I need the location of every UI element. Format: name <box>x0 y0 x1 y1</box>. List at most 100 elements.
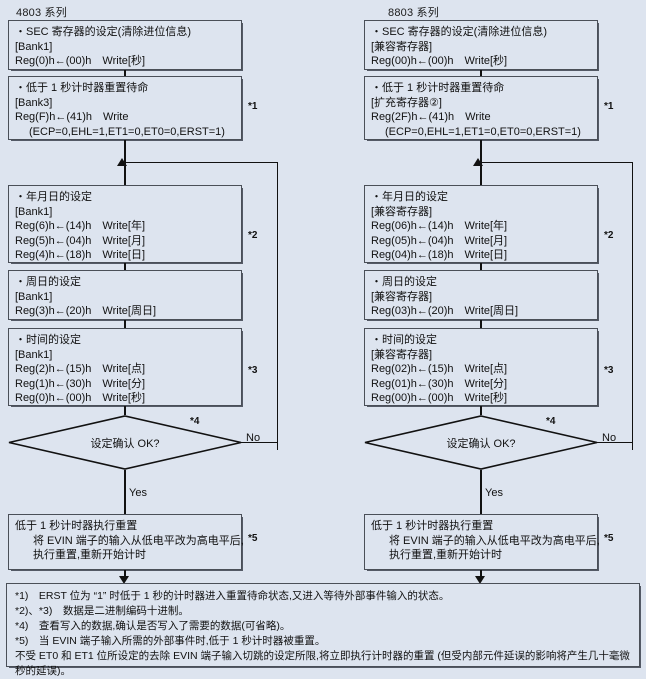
left-decision-label: 设定确认 OK? <box>90 438 160 450</box>
right-box-sub-second-reset-standby[interactable]: ・低于 1 秒计时器重置待命 [扩充寄存器②] Reg(2F)h←(41)h W… <box>364 76 598 140</box>
right-box5-line1: ・时间的设定 <box>371 334 437 346</box>
left-box2-line3: Reg(F)h←(41)h Write <box>15 111 129 123</box>
left-footnote-mark-3: *3 <box>248 365 258 376</box>
right-box-sec-register[interactable]: ・SEC 寄存器的设定(清除进位信息) [兼容寄存器] Reg(00)h←(00… <box>364 20 598 70</box>
left-box2-line4: (ECP=0,EHL=1,ET1=0,ET0=0,ERST=1) <box>29 125 225 138</box>
right-box1-line2: [兼容寄存器] <box>371 40 433 53</box>
right-box6-line1: 低于 1 秒计时器执行重置 <box>371 520 494 532</box>
right-connector-3 <box>480 162 482 185</box>
right-box6-line3: 执行重置,重新开始计时 <box>389 549 503 561</box>
footnotes-panel: *1) ERST 位为 “1” 时低于 1 秒的计时器进入重置待命状态,又进入等… <box>6 583 640 677</box>
right-box5-line4: Reg(01)h←(30)h Write[分] <box>371 377 508 390</box>
left-box6-line3: 执行重置,重新开始计时 <box>33 549 147 561</box>
left-connector-4 <box>124 263 126 270</box>
right-decision-no-label: No <box>602 432 617 444</box>
right-no-branch-line <box>597 442 633 443</box>
right-loopback-top <box>480 162 633 163</box>
right-box5-line5: Reg(00)h←(00)h Write[秒] <box>371 392 508 404</box>
left-box3-line2: [Bank1] <box>15 205 53 218</box>
footnote-2: *2)、*3) 数据是二进制编码十进制。 <box>15 605 189 617</box>
left-box5-line5: Reg(0)h←(00)h Write[秒] <box>15 392 145 404</box>
left-box5-line3: Reg(2)h←(15)h Write[点] <box>15 363 145 375</box>
right-box6-line2: 将 EVIN 端子的输入从低电平改为高电平后, <box>389 534 600 547</box>
left-footnote-mark-2: *2 <box>248 230 258 241</box>
left-box-execute-reset[interactable]: 低于 1 秒计时器执行重置 将 EVIN 端子的输入从低电平改为高电平后, 执行… <box>8 514 244 570</box>
right-box3-line1: ・年月日的设定 <box>371 191 448 203</box>
left-box4-line2: [Bank1] <box>15 290 53 303</box>
right-box-weekday-setting[interactable]: ・周日的设定 [兼容寄存器] Reg(03)h←(20)h Write[周日] <box>364 270 598 320</box>
left-footnote-mark-5: *5 <box>248 533 258 544</box>
left-connector-7 <box>124 470 126 514</box>
left-loopback-top <box>124 162 278 163</box>
right-box4-line1: ・周日的设定 <box>371 276 437 288</box>
right-box-date-setting[interactable]: ・年月日的设定 [兼容寄存器] Reg(06)h←(14)h Write[年] … <box>364 185 598 263</box>
column-title-left: 4803 系列 <box>16 7 67 19</box>
left-box-date-setting[interactable]: ・年月日的设定 [Bank1] Reg(6)h←(14)h Write[年] R… <box>8 185 242 263</box>
right-connector-4 <box>480 263 482 270</box>
column-title-right: 8803 系列 <box>388 7 439 19</box>
left-connector-6 <box>124 406 126 415</box>
right-box-time-setting[interactable]: ・时间的设定 [兼容寄存器] Reg(02)h←(15)h Write[点] R… <box>364 328 598 406</box>
footnote-3: *4) 查看写入的数据,确认是否写入了需要的数据(可省略)。 <box>15 620 291 632</box>
left-connector-8 <box>124 570 126 579</box>
right-box3-line2: [兼容寄存器] <box>371 205 433 218</box>
left-box5-line1: ・时间的设定 <box>15 334 81 346</box>
right-box3-line3: Reg(06)h←(14)h Write[年] <box>371 220 508 232</box>
left-box6-line2: 将 EVIN 端子的输入从低电平改为高电平后, <box>33 534 244 547</box>
right-connector-1 <box>480 70 482 76</box>
left-box5-line4: Reg(1)h←(30)h Write[分] <box>15 377 145 390</box>
left-box4-line1: ・周日的设定 <box>15 276 81 288</box>
left-box5-line2: [Bank1] <box>15 348 53 361</box>
right-connector-7 <box>480 470 482 514</box>
left-box4-line3: Reg(3)h←(20)h Write[周日] <box>15 305 156 317</box>
right-decision-confirm-settings[interactable]: 设定确认 OK? <box>364 415 598 470</box>
left-box6-line1: 低于 1 秒计时器执行重置 <box>15 520 138 532</box>
right-bottom-arrowhead-icon <box>475 576 485 584</box>
right-connector-5 <box>480 320 482 328</box>
left-decision-confirm-settings[interactable]: 设定确认 OK? <box>8 415 242 470</box>
right-box-execute-reset[interactable]: 低于 1 秒计时器执行重置 将 EVIN 端子的输入从低电平改为高电平后, 执行… <box>364 514 600 570</box>
left-bottom-arrowhead-icon <box>119 576 129 584</box>
footnote-4: *5) 当 EVIN 端子输入所需的外部事件时,低于 1 秒计时器被重置。 <box>15 635 326 647</box>
right-box2-line4: (ECP=0,EHL=1,ET1=0,ET0=0,ERST=1) <box>385 125 581 138</box>
right-connector-2 <box>480 140 482 162</box>
left-footnote-mark-4: *4 <box>190 416 200 427</box>
left-box2-line2: [Bank3] <box>15 96 53 109</box>
left-box3-line1: ・年月日的设定 <box>15 191 92 203</box>
left-box1-line2: [Bank1] <box>15 40 53 53</box>
left-connector-5 <box>124 320 126 328</box>
left-box-time-setting[interactable]: ・时间的设定 [Bank1] Reg(2)h←(15)h Write[点] Re… <box>8 328 242 406</box>
right-decision-yes-label: Yes <box>485 487 503 499</box>
left-box1-line1: ・SEC 寄存器的设定(清除进位信息) <box>15 26 191 38</box>
left-box2-line1: ・低于 1 秒计时器重置待命 <box>15 82 149 94</box>
right-box4-line2: [兼容寄存器] <box>371 290 433 303</box>
left-decision-no-label: No <box>246 432 261 444</box>
right-loopback-right <box>632 162 633 450</box>
right-box5-line3: Reg(02)h←(15)h Write[点] <box>371 363 508 375</box>
left-box-sec-register[interactable]: ・SEC 寄存器的设定(清除进位信息) [Bank1] Reg(0)h←(00)… <box>8 20 242 70</box>
left-connector-2 <box>124 140 126 162</box>
left-box3-line3: Reg(6)h←(14)h Write[年] <box>15 220 145 232</box>
left-box3-line4: Reg(5)h←(04)h Write[月] <box>15 234 145 247</box>
right-connector-6 <box>480 406 482 415</box>
left-footnote-mark-1: *1 <box>248 101 258 112</box>
left-connector-1 <box>124 70 126 76</box>
right-box3-line4: Reg(05)h←(04)h Write[月] <box>371 234 508 247</box>
right-footnote-mark-5: *5 <box>604 533 614 544</box>
right-box2-line2: [扩充寄存器②] <box>371 96 442 109</box>
left-box-weekday-setting[interactable]: ・周日的设定 [Bank1] Reg(3)h←(20)h Write[周日] <box>8 270 242 320</box>
right-footnote-mark-4: *4 <box>546 416 556 427</box>
right-footnote-mark-1: *1 <box>604 101 614 112</box>
left-decision-yes-label: Yes <box>129 487 147 499</box>
right-box3-line5: Reg(04)h←(18)h Write[日] <box>371 249 508 261</box>
left-box-sub-second-reset-standby[interactable]: ・低于 1 秒计时器重置待命 [Bank3] Reg(F)h←(41)h Wri… <box>8 76 242 140</box>
right-box5-line2: [兼容寄存器] <box>371 348 433 361</box>
right-footnote-mark-3: *3 <box>604 365 614 376</box>
right-box1-line1: ・SEC 寄存器的设定(清除进位信息) <box>371 26 547 38</box>
footnote-1: *1) ERST 位为 “1” 时低于 1 秒的计时器进入重置待命状态,又进入等… <box>15 590 450 602</box>
left-no-branch-line <box>241 442 278 443</box>
left-loopback-right <box>277 162 278 450</box>
right-footnote-mark-2: *2 <box>604 230 614 241</box>
right-box2-line1: ・低于 1 秒计时器重置待命 <box>371 82 505 94</box>
